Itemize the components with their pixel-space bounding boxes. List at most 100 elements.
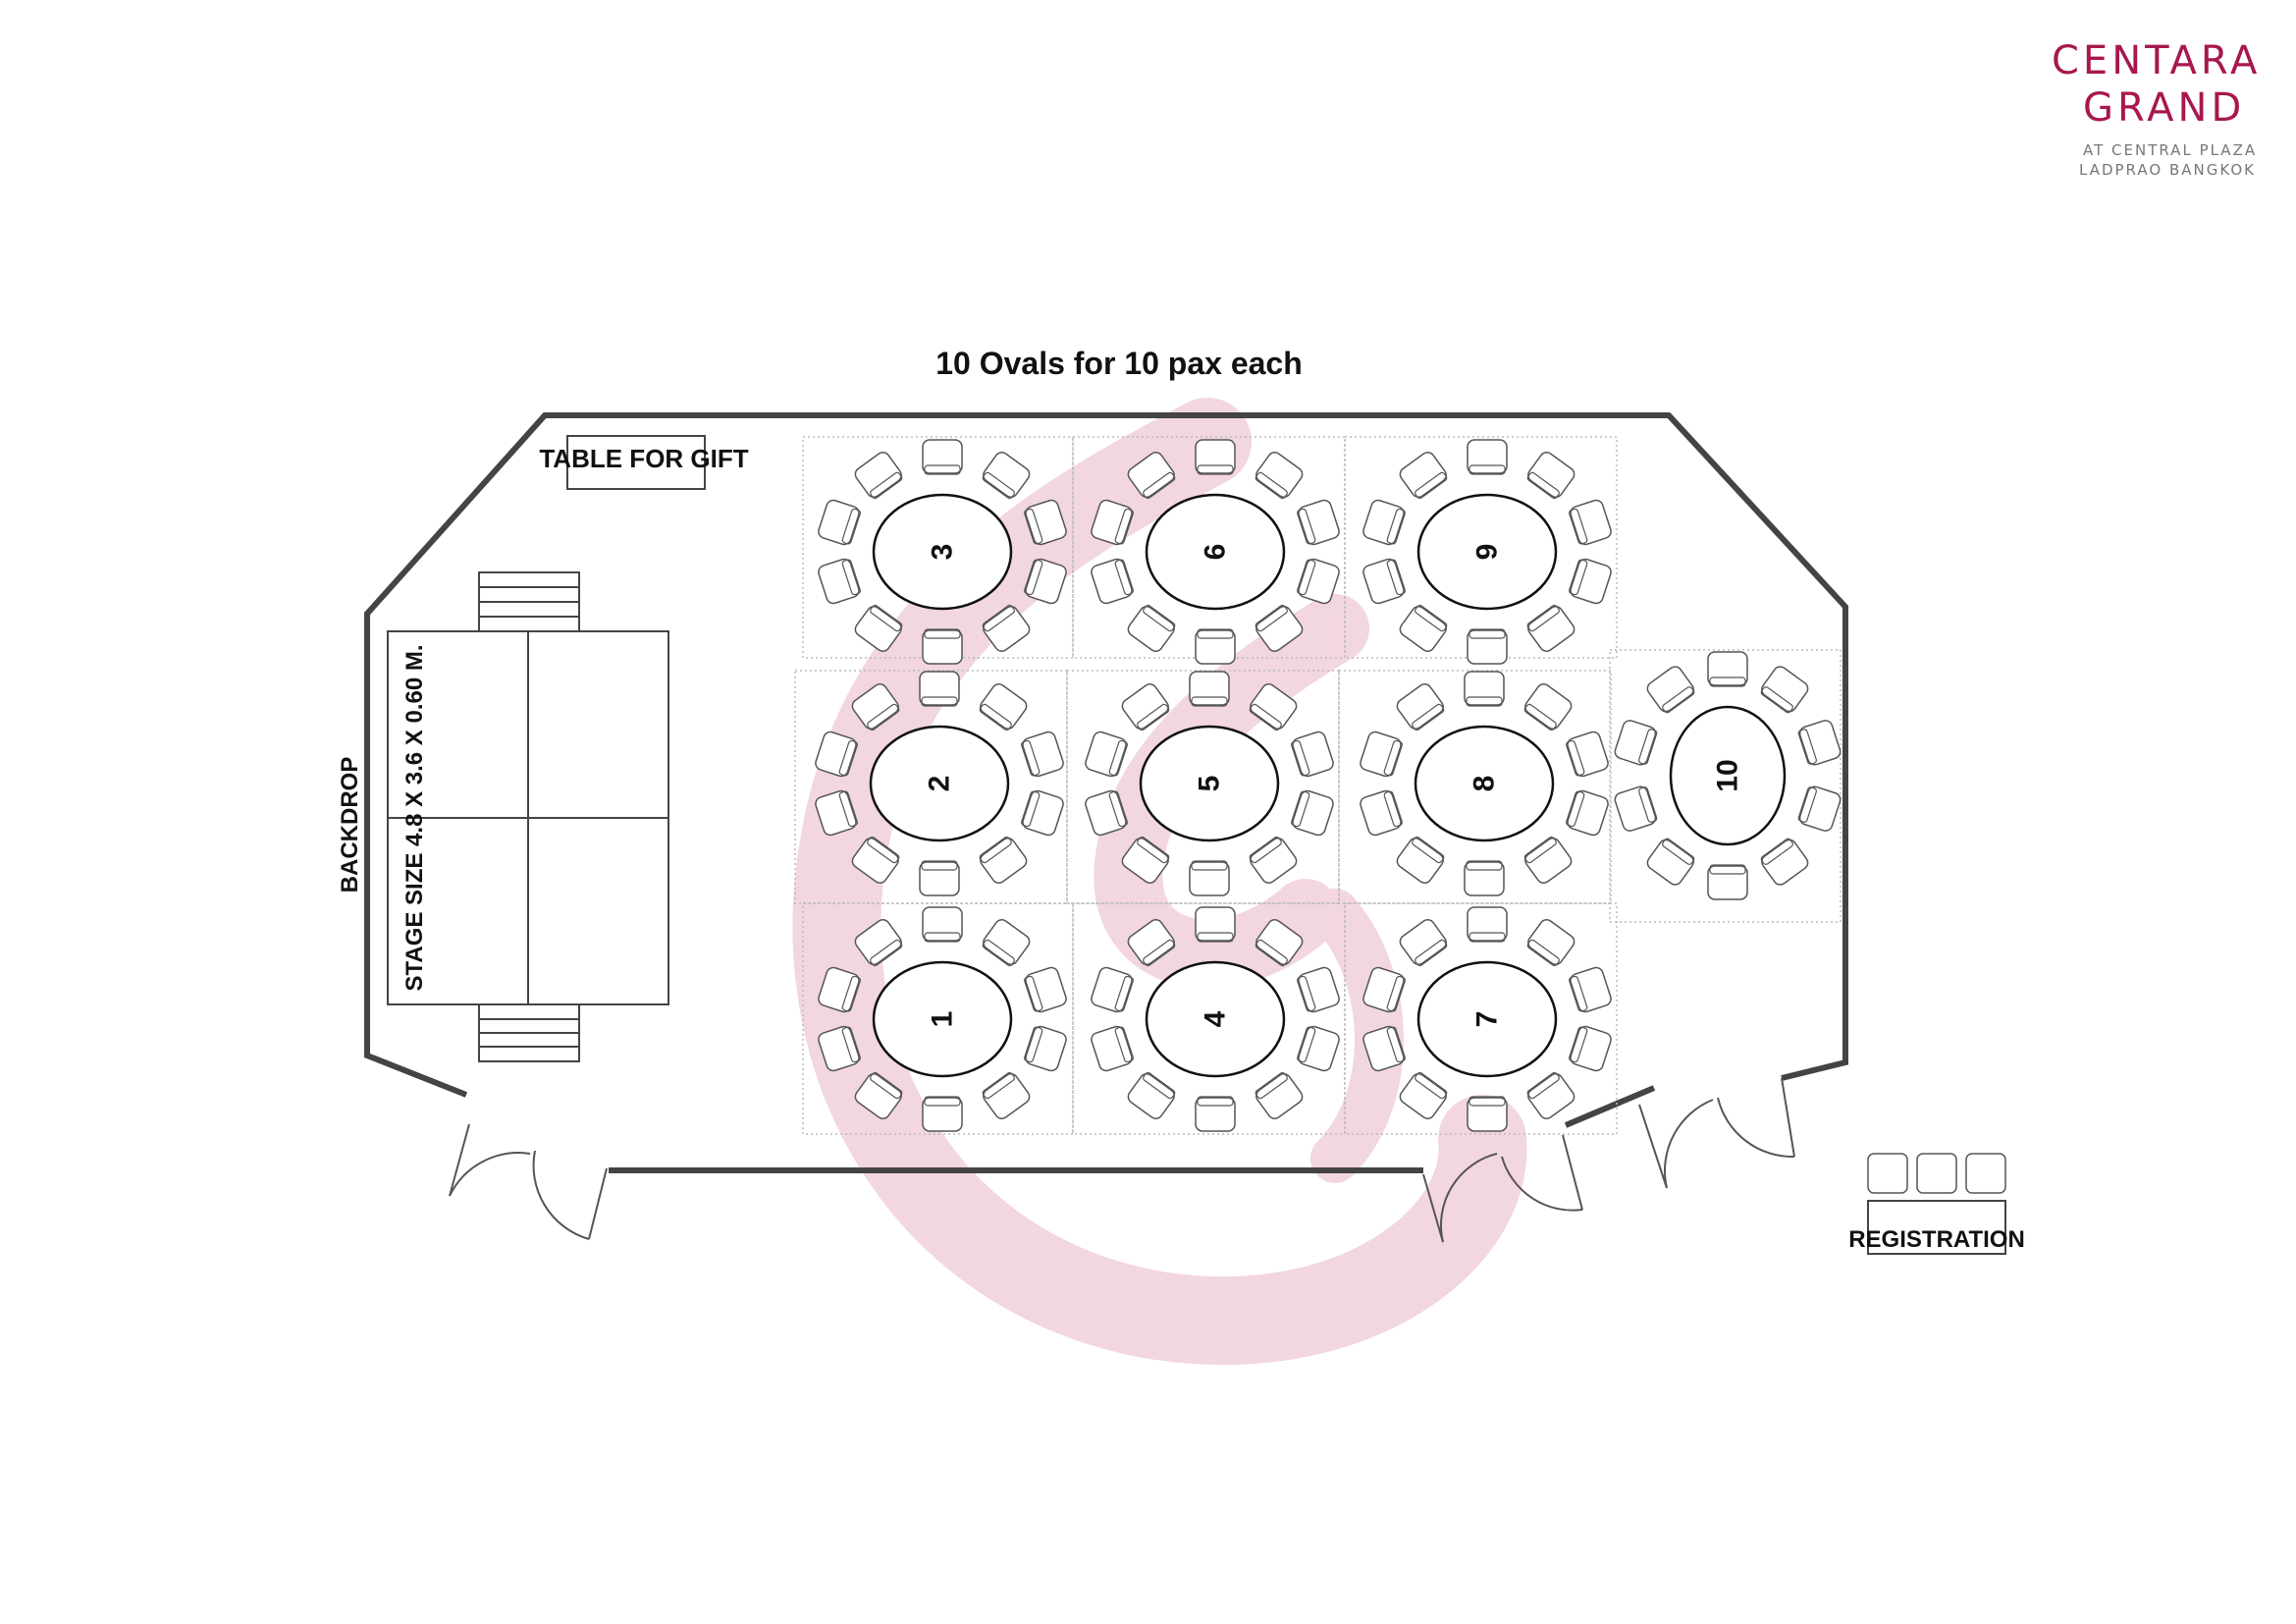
chair <box>1255 604 1304 652</box>
chair <box>1189 671 1230 707</box>
chair <box>1189 860 1230 896</box>
chair <box>818 966 861 1013</box>
banquet-table-8: 8 <box>1360 671 1609 896</box>
chair <box>922 906 963 943</box>
registration-chair <box>1916 1153 1957 1194</box>
chair <box>1291 731 1334 778</box>
chair <box>1467 1096 1508 1132</box>
table-top <box>1414 725 1555 842</box>
chair <box>1396 836 1445 884</box>
chair <box>1526 919 1575 967</box>
chair <box>919 860 960 896</box>
chair <box>1467 628 1508 665</box>
chair <box>1569 966 1612 1013</box>
chair <box>982 452 1031 500</box>
table-cell <box>1066 670 1340 904</box>
chair <box>1297 1025 1340 1072</box>
chair <box>1464 860 1505 896</box>
chair <box>1569 499 1612 546</box>
backdrop-label: BACKDROP <box>337 757 363 893</box>
table-number: 3 <box>927 544 959 561</box>
chair <box>1091 499 1134 546</box>
table-number: 2 <box>924 776 956 792</box>
chair <box>1399 1071 1448 1119</box>
logo-line-2: GRAND <box>2083 85 2246 131</box>
chair <box>815 731 858 778</box>
table-cell <box>1072 902 1346 1135</box>
chair <box>1195 1096 1236 1132</box>
chair <box>1021 731 1064 778</box>
table-cell <box>794 670 1068 904</box>
registration-table <box>1867 1200 2006 1255</box>
chair <box>1021 789 1064 837</box>
table-number: 8 <box>1468 776 1501 792</box>
table-top <box>872 493 1013 611</box>
chair <box>1707 864 1748 900</box>
chair <box>854 919 903 967</box>
chair <box>979 683 1028 731</box>
gift-table-label: TABLE FOR GIFT <box>539 444 748 473</box>
room-walls <box>364 412 1848 1173</box>
chair <box>1255 919 1304 967</box>
chair <box>1291 789 1334 837</box>
table-cell <box>1609 649 1842 923</box>
table-cell <box>1344 902 1618 1135</box>
chair <box>1614 720 1658 766</box>
chair <box>1127 1071 1176 1119</box>
chair <box>854 452 903 500</box>
chair <box>1523 683 1573 731</box>
chair <box>1467 906 1508 943</box>
chair <box>1195 906 1236 943</box>
chair <box>1195 628 1236 665</box>
chair <box>1121 836 1170 884</box>
gift-table <box>566 435 706 490</box>
chair <box>922 1096 963 1132</box>
chair <box>1085 731 1128 778</box>
chair <box>1646 666 1695 714</box>
chair <box>1297 966 1340 1013</box>
chair <box>1566 731 1609 778</box>
stage-label: STAGE SIZE 4.8 X 3.6 X 0.60 M. <box>401 644 428 991</box>
chair <box>1569 1025 1612 1072</box>
chair <box>1024 966 1067 1013</box>
table-cell <box>1338 670 1612 904</box>
registration-chair <box>1965 1153 2006 1194</box>
stage <box>387 630 669 1005</box>
chair <box>818 499 861 546</box>
registration-label: REGISTRATION <box>1848 1226 2025 1253</box>
stage-steps-top <box>478 571 580 632</box>
centara-grand-logo: CENTARA GRAND AT CENTRAL PLAZA LADPRAO B… <box>2022 39 2287 187</box>
chair <box>1526 604 1575 652</box>
chair <box>1396 683 1445 731</box>
banquet-table-9: 9 <box>1362 439 1612 665</box>
chair <box>854 604 903 652</box>
chair <box>851 836 900 884</box>
chair <box>818 558 861 605</box>
chair <box>1362 558 1406 605</box>
chair <box>1760 666 1809 714</box>
chair <box>1127 604 1176 652</box>
chair <box>815 789 858 837</box>
table-number: 6 <box>1200 544 1232 561</box>
chair <box>982 604 1031 652</box>
floor-plan-title: 10 Ovals for 10 pax each <box>935 346 1303 381</box>
table-top <box>872 960 1013 1078</box>
chair <box>1091 1025 1134 1072</box>
banquet-table-5: 5 <box>1085 671 1334 896</box>
table-number: 9 <box>1471 544 1504 561</box>
chair <box>1127 452 1176 500</box>
chair <box>854 1071 903 1119</box>
registration-area <box>1867 1153 2006 1194</box>
chair <box>1297 558 1340 605</box>
chair <box>1362 1025 1406 1072</box>
table-top <box>1416 493 1558 611</box>
logo-subtitle-2: LADPRAO BANGKOK <box>2079 161 2256 179</box>
chair <box>1249 836 1298 884</box>
chair <box>1024 558 1067 605</box>
chair <box>1121 683 1170 731</box>
logo-subtitle-1: AT CENTRAL PLAZA <box>2083 141 2258 159</box>
table-number: 5 <box>1194 776 1226 792</box>
chair <box>1614 785 1658 832</box>
chair <box>922 628 963 665</box>
